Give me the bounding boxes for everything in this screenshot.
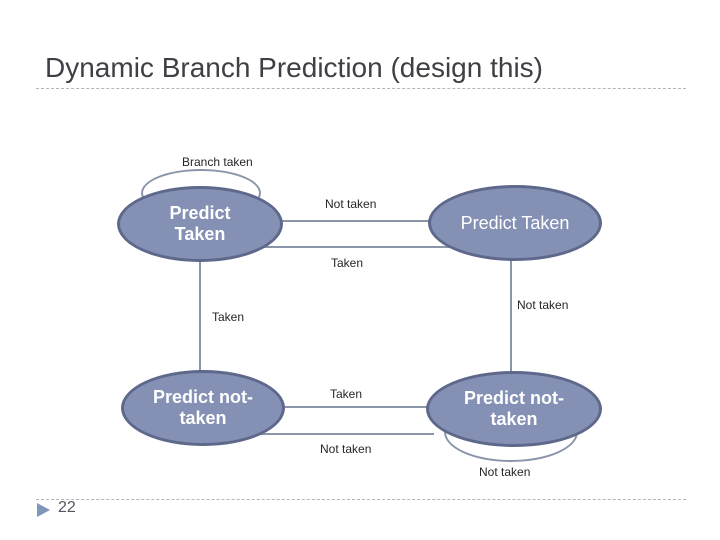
state-label-line: Predict	[169, 203, 231, 223]
footer-divider	[36, 499, 686, 500]
state-label-line: taken	[179, 408, 227, 428]
title-divider	[36, 88, 686, 89]
connector-not-taken-right	[510, 255, 512, 376]
transition-label-not-taken-bottom: Not taken	[320, 442, 372, 456]
transition-label-taken-left: Taken	[212, 310, 245, 324]
connector-not-taken-bottom	[258, 433, 434, 435]
state-predict-taken-strong: Predict Taken	[117, 186, 283, 262]
state-predict-not-taken-strong: Predict not- taken	[121, 370, 285, 446]
page-number: 22	[58, 499, 76, 516]
state-predict-taken-weak: Predict Taken	[428, 185, 602, 261]
connector-taken-bottom	[275, 406, 433, 408]
state-label-line: taken	[490, 409, 538, 429]
transition-label-not-taken-loop: Not taken	[479, 465, 531, 479]
transition-label-taken-top: Taken	[331, 256, 364, 270]
state-label-line: Taken	[174, 224, 226, 244]
state-label-line: Predict not-	[463, 388, 564, 408]
page-triangle-icon	[37, 503, 50, 517]
transition-label-taken-bottom: Taken	[330, 387, 363, 401]
state-label-line: Predict Taken	[460, 212, 570, 233]
state-label-line: Predict not-	[152, 387, 253, 407]
connector-not-taken-top	[275, 220, 435, 222]
page-title: Dynamic Branch Prediction (design this)	[45, 52, 543, 83]
transition-label-not-taken-right: Not taken	[517, 298, 569, 312]
transition-label-branch-taken: Branch taken	[182, 155, 253, 169]
connector-taken-top	[205, 246, 455, 248]
connector-taken-left	[199, 255, 201, 375]
transition-label-not-taken-top: Not taken	[325, 197, 377, 211]
state-predict-not-taken-weak: Predict not- taken	[426, 371, 602, 447]
